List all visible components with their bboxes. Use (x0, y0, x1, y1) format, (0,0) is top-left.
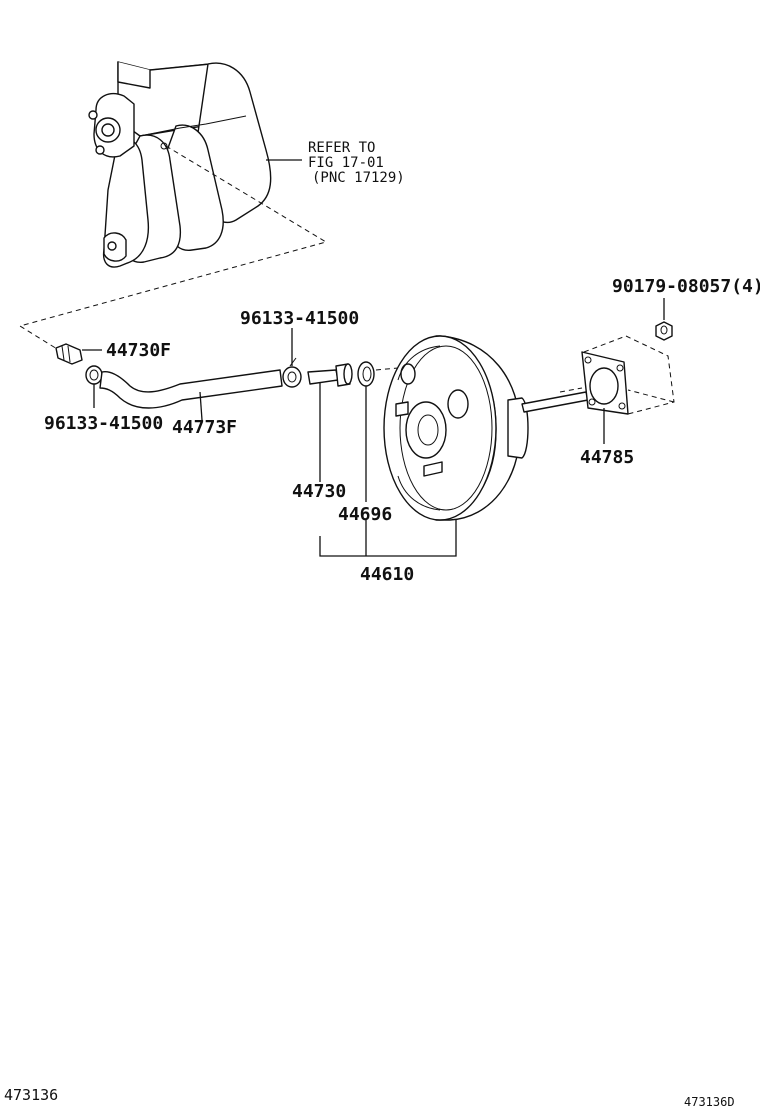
label-clip-bottom[interactable]: 96133-41500 (44, 413, 163, 434)
label-nut[interactable]: 90179-08057(4) (612, 276, 760, 297)
figure-code-right: 473136D (684, 1095, 735, 1109)
hose-clip-right (282, 357, 302, 388)
vacuum-port-dashed-line (18, 145, 328, 353)
check-valve (307, 363, 353, 387)
figure-code-left: 473136 (4, 1086, 58, 1104)
grommet-dashed-line (375, 367, 399, 371)
hose-leader (199, 391, 203, 421)
rod-dashed-line (559, 387, 583, 393)
intake-manifold-illustration (88, 61, 272, 268)
refer-note-line3: (PNC 17129) (312, 170, 405, 186)
label-check-valve[interactable]: 44730 (292, 481, 346, 502)
label-clip-top[interactable]: 96133-41500 (240, 308, 359, 329)
refer-note-line1: REFER TO (308, 140, 375, 156)
label-gasket[interactable]: 44785 (580, 447, 634, 468)
hose-clip-left (85, 365, 103, 385)
vacuum-hose (99, 369, 283, 409)
label-union[interactable]: 44730F (106, 340, 171, 361)
mounting-dashed-box (583, 335, 675, 415)
nut (655, 321, 673, 341)
label-grommet[interactable]: 44696 (338, 504, 392, 525)
union-fitting (55, 343, 83, 365)
label-booster-assy[interactable]: 44610 (360, 564, 414, 585)
brake-booster (383, 335, 589, 521)
grommet (357, 361, 375, 387)
refer-note-line2: FIG 17-01 (308, 155, 384, 171)
booster-bracket-right (319, 520, 457, 557)
label-hose[interactable]: 44773F (172, 417, 237, 438)
gasket (581, 351, 629, 415)
